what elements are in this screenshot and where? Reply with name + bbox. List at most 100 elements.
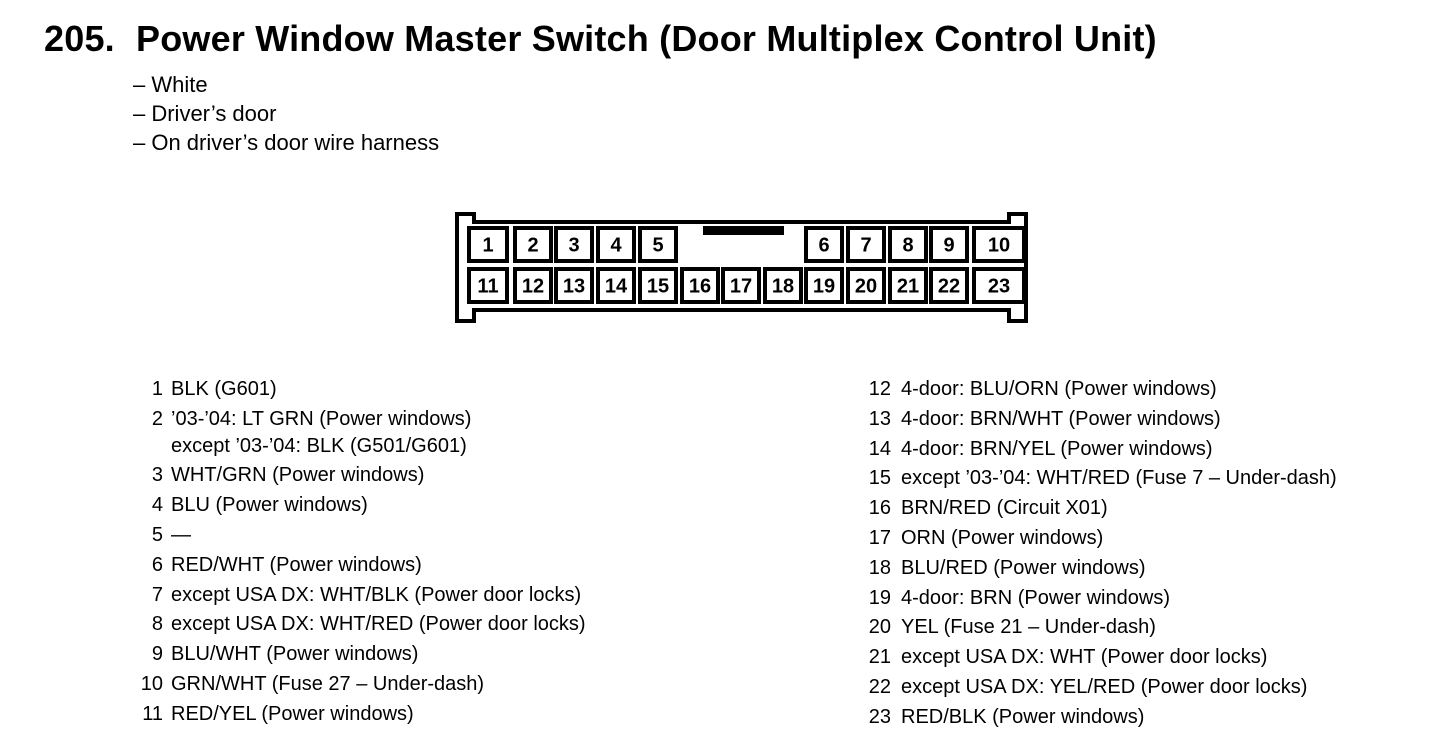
pin-description: —: [171, 523, 191, 546]
diagram-number: 205.: [44, 18, 115, 59]
pin-description: BRN/RED (Circuit X01): [901, 497, 1108, 520]
pin-number: 17: [868, 526, 891, 549]
pin-number-label: 16: [689, 276, 711, 298]
pin-cavity: [804, 226, 844, 263]
pin-number: 4: [151, 494, 163, 517]
pin-item: 23 RED/BLK (Power windows): [862, 703, 1337, 733]
pin-item: 10 GRN/WHT (Fuse 27 – Under-dash): [128, 670, 586, 700]
pin-cavity: [638, 226, 678, 263]
pin-cavity: [888, 226, 928, 263]
pin-number-label: 17: [730, 276, 752, 298]
pin-item: 16 BRN/RED (Circuit X01): [862, 494, 1337, 524]
pin-cavity: [846, 267, 886, 304]
pin-number: 19: [868, 586, 891, 609]
pin-number-label: 6: [818, 235, 829, 257]
pin-cavity: [846, 226, 886, 263]
pin-cavity: [763, 267, 803, 304]
pin-number-label: 23: [988, 276, 1010, 298]
pin-item: 1 BLK (G601): [128, 375, 586, 405]
pin-cavity: [596, 226, 636, 263]
pin-item: 9 BLU/WHT (Power windows): [128, 640, 586, 670]
pin-item: 13 4-door: BRN/WHT (Power windows): [862, 405, 1337, 435]
pin-number-label: 21: [897, 276, 919, 298]
pin-number: 16: [868, 497, 891, 520]
note-color: – White: [133, 72, 208, 97]
pin-item: except ’03-’04: BLK (G501/G601): [128, 432, 586, 462]
pin-cavity: [680, 267, 720, 304]
pin-number: 15: [868, 467, 891, 490]
pin-number: 10: [140, 672, 163, 695]
pin-number: 23: [868, 705, 891, 728]
pin-number-label: 18: [772, 276, 794, 298]
pin-cavity: [929, 267, 969, 304]
pin-description: 4-door: BRN/WHT (Power windows): [901, 407, 1221, 430]
pin-number-label: 12: [522, 276, 544, 298]
pin-number-label: 22: [938, 276, 960, 298]
pin-number-label: 13: [563, 276, 585, 298]
pin-number: [128, 432, 171, 462]
pin-number-label: 7: [860, 235, 871, 257]
pin-number: 21: [868, 646, 891, 669]
diagram-title: Power Window Master Switch (Door Multipl…: [136, 18, 1157, 59]
pin-number-label: 10: [988, 235, 1010, 257]
pin-cavity: [929, 226, 969, 263]
pin-cavity: [888, 267, 928, 304]
pin-cavity: [804, 267, 844, 304]
pin-description: 4-door: BRN (Power windows): [901, 586, 1170, 609]
pin-cavity: [467, 226, 509, 263]
pin-description: BLU/WHT (Power windows): [171, 643, 419, 666]
connector-latch: [703, 226, 784, 235]
pin-number: 12: [868, 378, 891, 400]
pin-number: 9: [151, 643, 163, 666]
pin-number-label: 19: [813, 276, 835, 298]
pin-description: BLK (G601): [171, 378, 277, 400]
pin-item: 14 4-door: BRN/YEL (Power windows): [862, 435, 1337, 465]
pin-cavity: [972, 226, 1026, 263]
pin-item: 5—: [128, 521, 586, 551]
pin-number-label: 3: [568, 235, 579, 257]
pin-description: except USA DX: YEL/RED (Power door locks…: [901, 675, 1308, 698]
pin-description: GRN/WHT (Fuse 27 – Under-dash): [171, 672, 485, 695]
pin-description: BLU (Power windows): [171, 494, 368, 517]
pin-item: 4 BLU (Power windows): [128, 491, 586, 521]
pin-number: 6: [151, 553, 163, 576]
pin-number: 13: [868, 407, 891, 430]
pin-number-label: 4: [610, 235, 622, 257]
pin-number: 22: [868, 675, 891, 698]
pin-cavity: [554, 226, 594, 263]
pin-number: 1: [151, 378, 163, 400]
pin-number-label: 20: [855, 276, 877, 298]
pin-description: RED/BLK (Power windows): [901, 705, 1145, 728]
pin-item: 22 except USA DX: YEL/RED (Power door loc…: [862, 673, 1337, 703]
pin-number: 14: [868, 437, 891, 460]
pin-number-label: 8: [902, 235, 913, 257]
pin-cavity: [467, 267, 509, 304]
pin-number-label: 9: [943, 235, 954, 257]
pin-number: 7: [151, 583, 163, 606]
pin-description: RED/YEL (Power windows): [171, 702, 414, 725]
pin-item: 21 except USA DX: WHT (Power door locks): [862, 643, 1337, 673]
pin-description: except USA DX: WHT (Power door locks): [901, 646, 1268, 669]
pin-description: WHT/GRN (Power windows): [171, 464, 425, 487]
pin-number: 3: [151, 464, 163, 487]
pin-item: 19 4-door: BRN (Power windows): [862, 584, 1337, 614]
pin-item: 3 WHT/GRN (Power windows): [128, 461, 586, 491]
pin-cavity: [554, 267, 594, 304]
pin-description: except ’03-’04: WHT/RED (Fuse 7 – Under-…: [901, 467, 1337, 490]
pin-number-label: 5: [652, 235, 663, 257]
pin-description: BLU/RED (Power windows): [901, 556, 1146, 579]
pin-number-label: 1: [482, 235, 493, 257]
pin-cavity: [513, 267, 553, 304]
pin-number-label: 14: [605, 276, 628, 298]
connector-notes: – White – Driver’s door – On driver’s do…: [133, 70, 439, 157]
pin-description: ’03-’04: LT GRN (Power windows): [171, 407, 472, 430]
pin-description: RED/WHT (Power windows): [171, 553, 422, 576]
pin-description: 4-door: BRN/YEL (Power windows): [901, 437, 1213, 460]
